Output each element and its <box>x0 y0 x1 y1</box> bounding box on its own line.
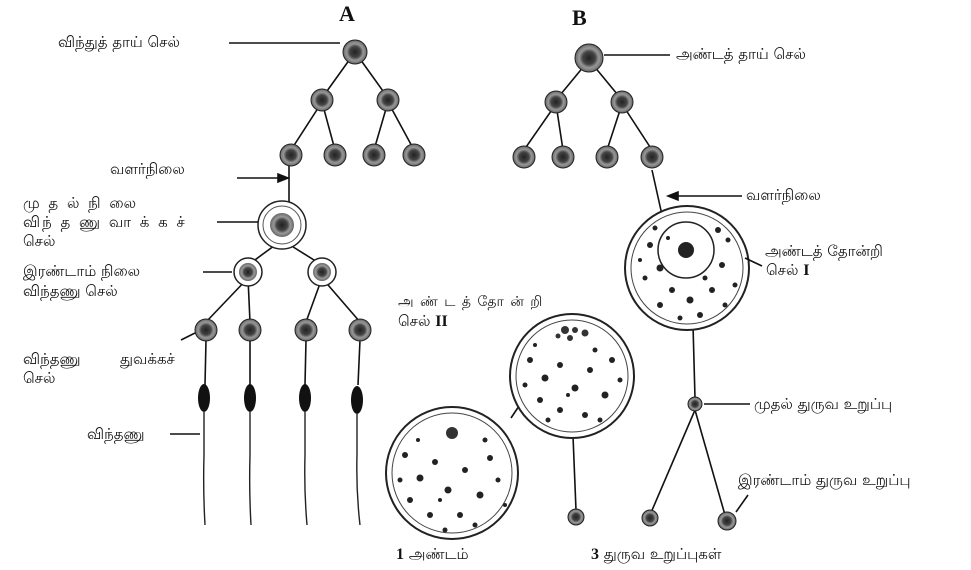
label-polar-bodies: 3 துருவ உறுப்புகள் <box>591 545 721 564</box>
label-sperm-mother-cell: விந்துத் தாய் செல் <box>58 33 180 52</box>
spermatid <box>195 319 217 341</box>
label-polar-count: 3 <box>591 546 599 563</box>
label-second-polar-body: இரண்டாம் துருவ உறுப்பு <box>738 471 911 490</box>
spermatogonium <box>363 144 385 166</box>
oogonium <box>611 91 633 113</box>
oogonium <box>596 146 618 168</box>
oogonium <box>513 146 535 168</box>
panel-b-cells <box>513 44 663 168</box>
label-egg-mother-cell: அண்டத் தாய் செல் <box>676 45 806 64</box>
spermatogonium <box>377 89 399 111</box>
label-sperm: விந்தணு <box>87 425 145 444</box>
label-spermatid-1b: துவக்கச் <box>120 350 175 369</box>
label-spermatid-1a: விந்தணு <box>23 350 81 369</box>
spermatogonium-mother-cell <box>343 40 367 64</box>
panel-a-letter: A <box>339 4 355 23</box>
panel-a-sperms <box>198 384 363 525</box>
label-secondary-oocyte-word: செல் <box>398 312 430 330</box>
label-primary-spermatocyte-2: விந் த ணு வா க் க ச் <box>23 213 187 232</box>
panel-b-letter: B <box>572 8 587 27</box>
label-secondary-oocyte-1: அ ண் ட த் தோ ன் றி <box>398 293 543 312</box>
label-secondary-spermatocyte-2: விந்தணு செல் <box>23 282 118 301</box>
label-polar-word: துருவ உறுப்புகள் <box>604 545 722 563</box>
label-primary-oocyte-word: செல் <box>766 261 798 279</box>
polar-body <box>642 510 658 526</box>
panel-a-cells <box>195 40 425 341</box>
primary-oocyte <box>625 206 749 330</box>
spermatogonium <box>280 144 302 166</box>
secondary-oocyte <box>510 314 634 438</box>
label-ovum: 1 அண்டம் <box>396 545 469 564</box>
label-secondary-spermatocyte-1: இரண்டாம் நிலை <box>23 262 140 281</box>
label-spermatid-2: செல் <box>23 369 55 388</box>
label-primary-spermatocyte-3: செல் <box>23 232 55 251</box>
label-first-polar-body: முதல் துருவ உறுப்பு <box>754 395 892 414</box>
label-secondary-oocyte-numeral: II <box>435 313 447 330</box>
label-growth-phase-b: வளர்நிலை <box>746 186 821 205</box>
label-secondary-oocyte-2: செல் II <box>398 312 448 331</box>
spermatogonium <box>324 144 346 166</box>
polar-body <box>568 509 584 525</box>
spermatogonium <box>311 89 333 111</box>
label-primary-spermatocyte-1: மு த ல் நி லை <box>23 194 138 213</box>
sperm <box>351 386 363 525</box>
spermatid <box>239 319 261 341</box>
label-primary-oocyte-2: செல் I <box>766 261 809 280</box>
sperm <box>244 384 256 525</box>
ovum <box>386 407 518 539</box>
label-ovum-word: அண்டம் <box>409 545 469 563</box>
oogonium <box>641 146 663 168</box>
spermatid <box>295 319 317 341</box>
sperm <box>299 384 311 525</box>
label-primary-oocyte-1: அண்டத் தோன்றி <box>765 242 883 261</box>
oogonium-mother-cell <box>575 44 603 72</box>
oogonium <box>545 91 567 113</box>
sperm <box>198 384 210 525</box>
spermatogonium <box>403 144 425 166</box>
polar-body <box>718 512 736 530</box>
label-ovum-count: 1 <box>396 546 404 563</box>
label-primary-oocyte-numeral: I <box>803 262 809 279</box>
oogonium <box>552 146 574 168</box>
first-polar-body <box>688 397 702 411</box>
label-growth-phase-a: வளர்நிலை <box>110 160 185 179</box>
spermatid <box>349 319 371 341</box>
